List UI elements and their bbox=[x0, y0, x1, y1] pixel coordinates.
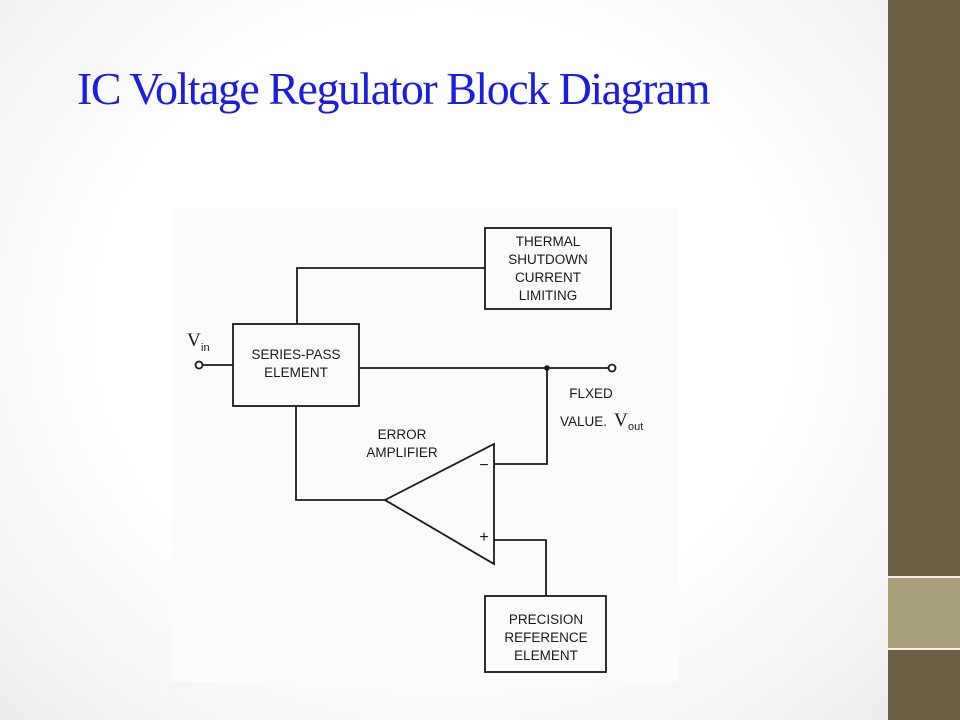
output-label-line-2: VALUE. bbox=[560, 414, 607, 429]
decorative-side-accent bbox=[888, 578, 960, 648]
thermal-label-line-2: SHUTDOWN bbox=[508, 252, 588, 267]
input-terminal bbox=[194, 360, 204, 370]
vout-symbol: V bbox=[614, 410, 628, 431]
thermal-label-line-4: LIMITING bbox=[519, 288, 578, 303]
wires bbox=[202, 267, 609, 596]
junction-dot bbox=[544, 365, 550, 371]
reference-label-line-3: ELEMENT bbox=[514, 648, 578, 663]
output-label-line-1: FLXED bbox=[569, 386, 613, 401]
reference-wire bbox=[494, 539, 547, 596]
vin-subscript: in bbox=[201, 342, 210, 354]
output-terminal bbox=[607, 363, 617, 373]
vout-subscript: out bbox=[628, 421, 643, 433]
precision-reference-block bbox=[484, 595, 607, 673]
vin-symbol: V bbox=[187, 330, 201, 351]
series-pass-block bbox=[232, 323, 360, 407]
side-divider-top bbox=[888, 576, 960, 578]
series-pass-label-line-1: SERIES-PASS bbox=[251, 347, 340, 362]
block-diagram: V in THERMAL SHUTDOWN CURRENT LIMITING S… bbox=[172, 208, 678, 682]
error-amp-label-line-2: AMPLIFIER bbox=[366, 445, 438, 460]
non-inverting-input-sign: + bbox=[479, 529, 488, 546]
thermal-feedback-wire bbox=[296, 267, 485, 324]
error-amplifier-symbol bbox=[383, 442, 495, 566]
slide-title: IC Voltage Regulator Block Diagram bbox=[77, 63, 711, 114]
series-pass-label-line-2: ELEMENT bbox=[264, 365, 328, 380]
thermal-label-line-3: CURRENT bbox=[515, 270, 581, 285]
reference-label-line-1: PRECISION bbox=[509, 612, 583, 627]
side-divider-bottom bbox=[888, 648, 960, 650]
reference-label-line-2: REFERENCE bbox=[504, 630, 587, 645]
block-diagram-svg: V in THERMAL SHUTDOWN CURRENT LIMITING S… bbox=[187, 227, 643, 673]
control-wire bbox=[295, 406, 385, 501]
feedback-wire bbox=[494, 368, 548, 465]
thermal-shutdown-block bbox=[484, 227, 612, 310]
thermal-label-line-1: THERMAL bbox=[516, 234, 581, 249]
error-amp-label-line-1: ERROR bbox=[378, 427, 427, 442]
inverting-input-sign: − bbox=[479, 457, 488, 474]
